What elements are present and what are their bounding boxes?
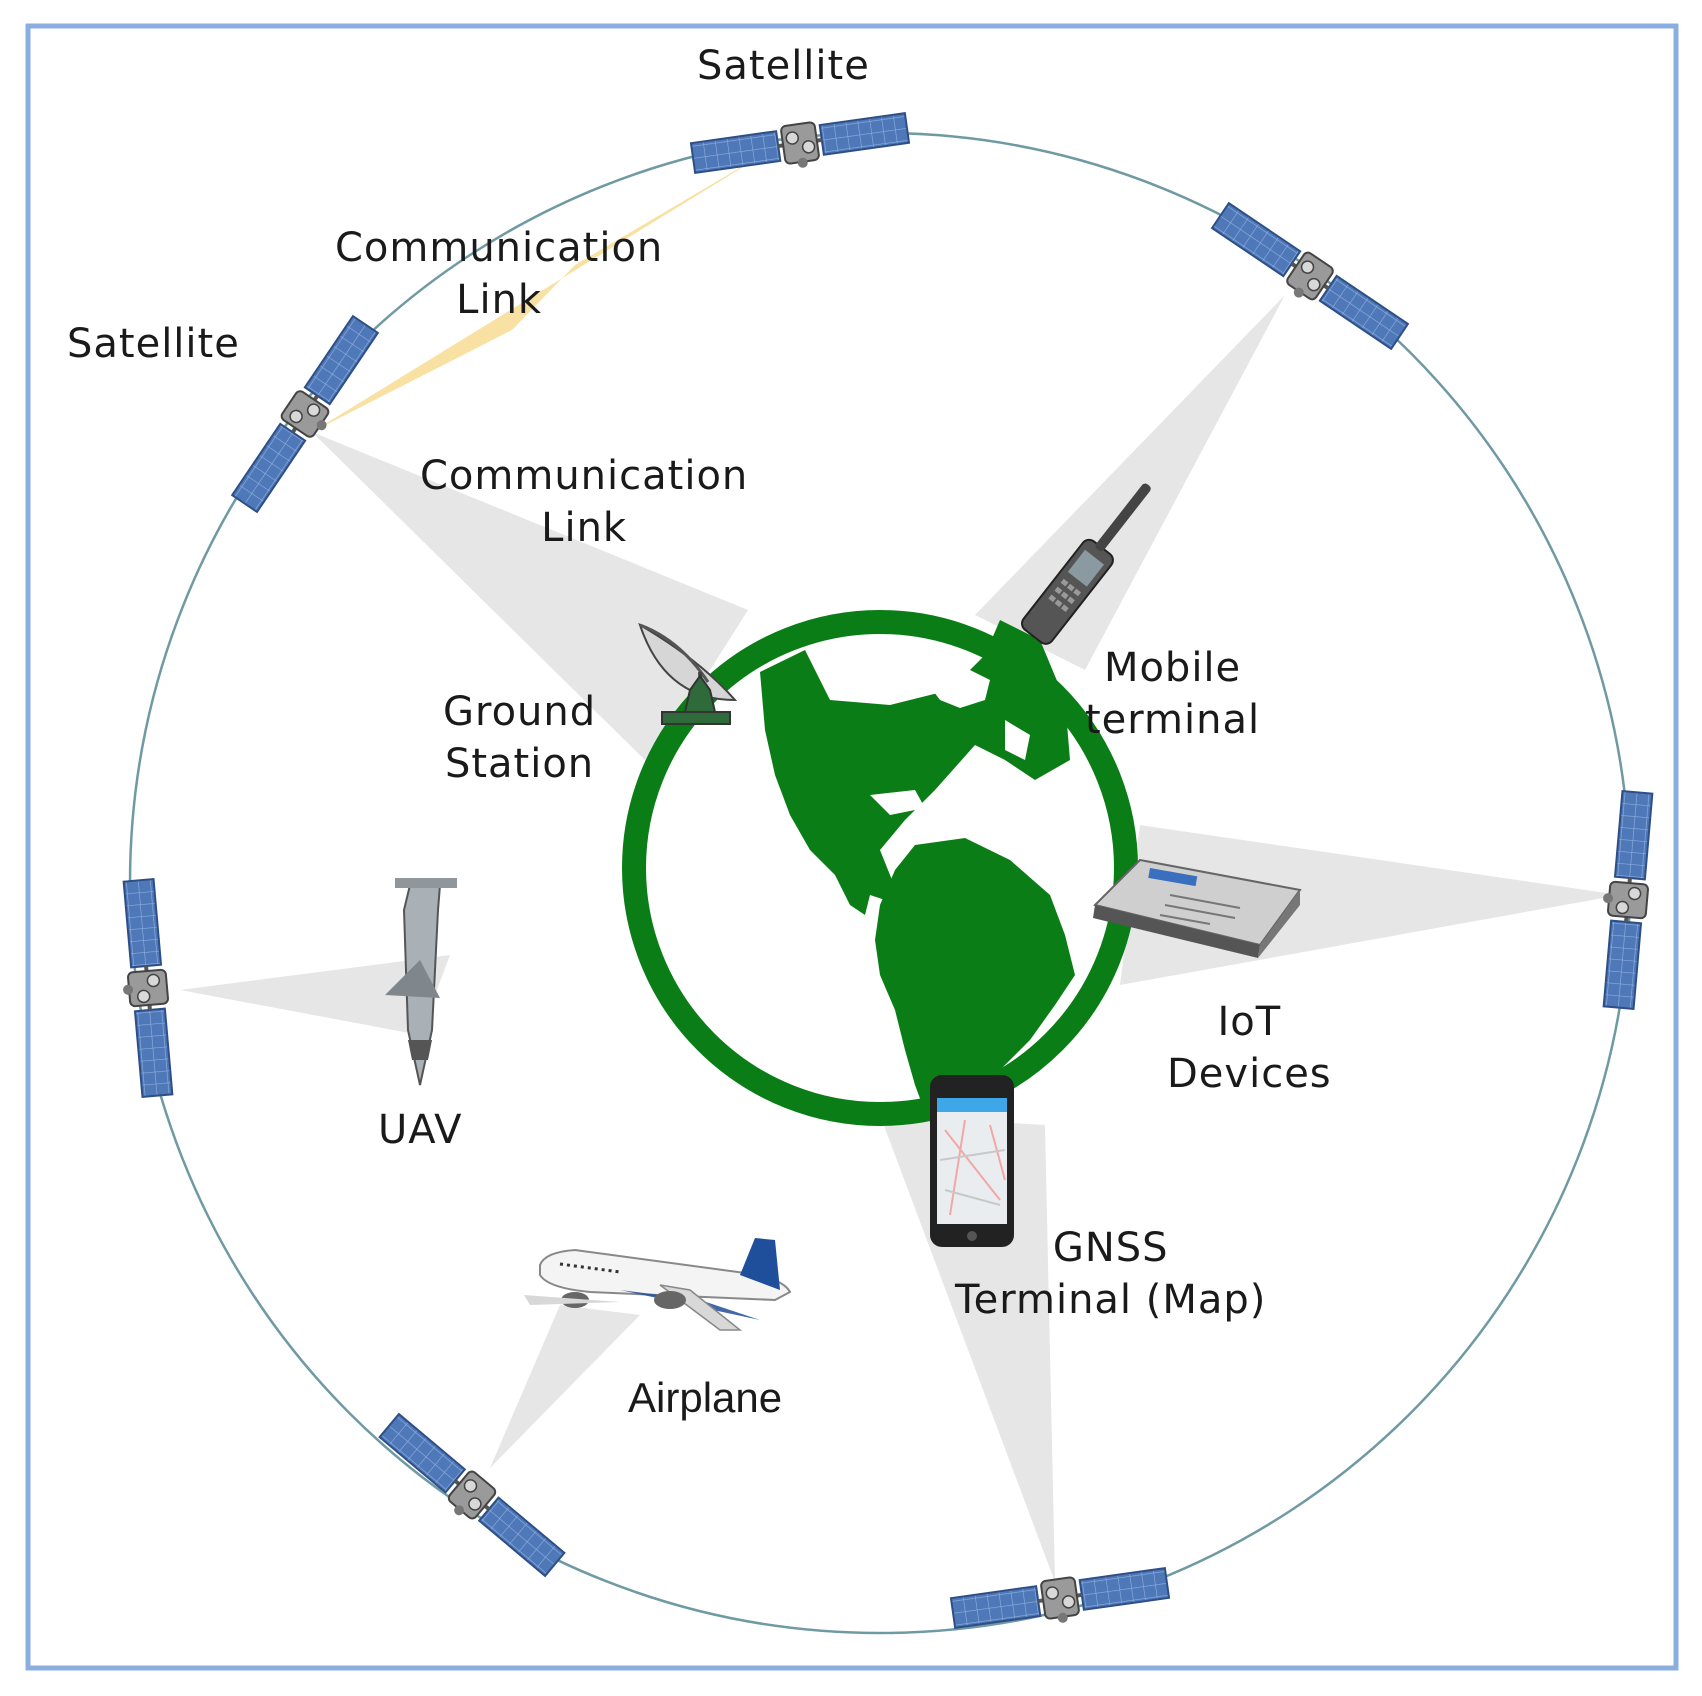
label-uav: UAV xyxy=(378,1107,463,1153)
beam-ground-station xyxy=(312,432,748,765)
smartphone-map-icon xyxy=(930,1075,1014,1247)
iot-module-icon xyxy=(1093,858,1302,958)
label-ground-station-line2: Station xyxy=(444,741,595,787)
label-iot-devices: IoT Devices xyxy=(1167,996,1332,1100)
label-gnss-terminal-line1: GNSS xyxy=(1052,1225,1169,1271)
label-isl-link: Communication Link xyxy=(335,222,663,326)
label-airplane: Airplane xyxy=(628,1374,783,1421)
label-satellite-top: Satellite xyxy=(697,43,870,89)
mobile-phone-icon xyxy=(1021,483,1151,645)
uav-icon xyxy=(385,878,457,1086)
satellite-dish-icon xyxy=(638,622,738,725)
label-ground-station: Ground Station xyxy=(443,686,596,790)
label-mobile-terminal-line1: Mobile xyxy=(1103,645,1242,691)
label-gnss-terminal: GNSS Terminal (Map) xyxy=(955,1222,1266,1326)
label-iot-devices-line2: Devices xyxy=(1167,1051,1332,1097)
globe-icon xyxy=(622,610,1138,1126)
airplane-icon xyxy=(524,1238,792,1331)
label-mobile-terminal: Mobile terminal xyxy=(1085,642,1260,746)
label-iot-devices-line1: IoT xyxy=(1217,999,1282,1045)
label-isl-link-line2: Link xyxy=(456,277,543,323)
beam-uav xyxy=(180,955,450,1035)
label-satellite-left: Satellite xyxy=(67,321,240,367)
label-mobile-terminal-line2: terminal xyxy=(1085,697,1261,743)
label-ground-link: Communication Link xyxy=(420,450,748,554)
beam-mobile xyxy=(975,295,1285,670)
beam-airplane xyxy=(490,1305,640,1468)
label-ground-link-line1: Communication xyxy=(420,453,749,499)
label-isl-link-line1: Communication xyxy=(335,225,664,271)
label-ground-link-line2: Link xyxy=(541,505,628,551)
beam-isl xyxy=(312,140,787,432)
label-gnss-terminal-line2: Terminal (Map) xyxy=(955,1277,1267,1323)
label-ground-station-line1: Ground xyxy=(443,689,597,735)
